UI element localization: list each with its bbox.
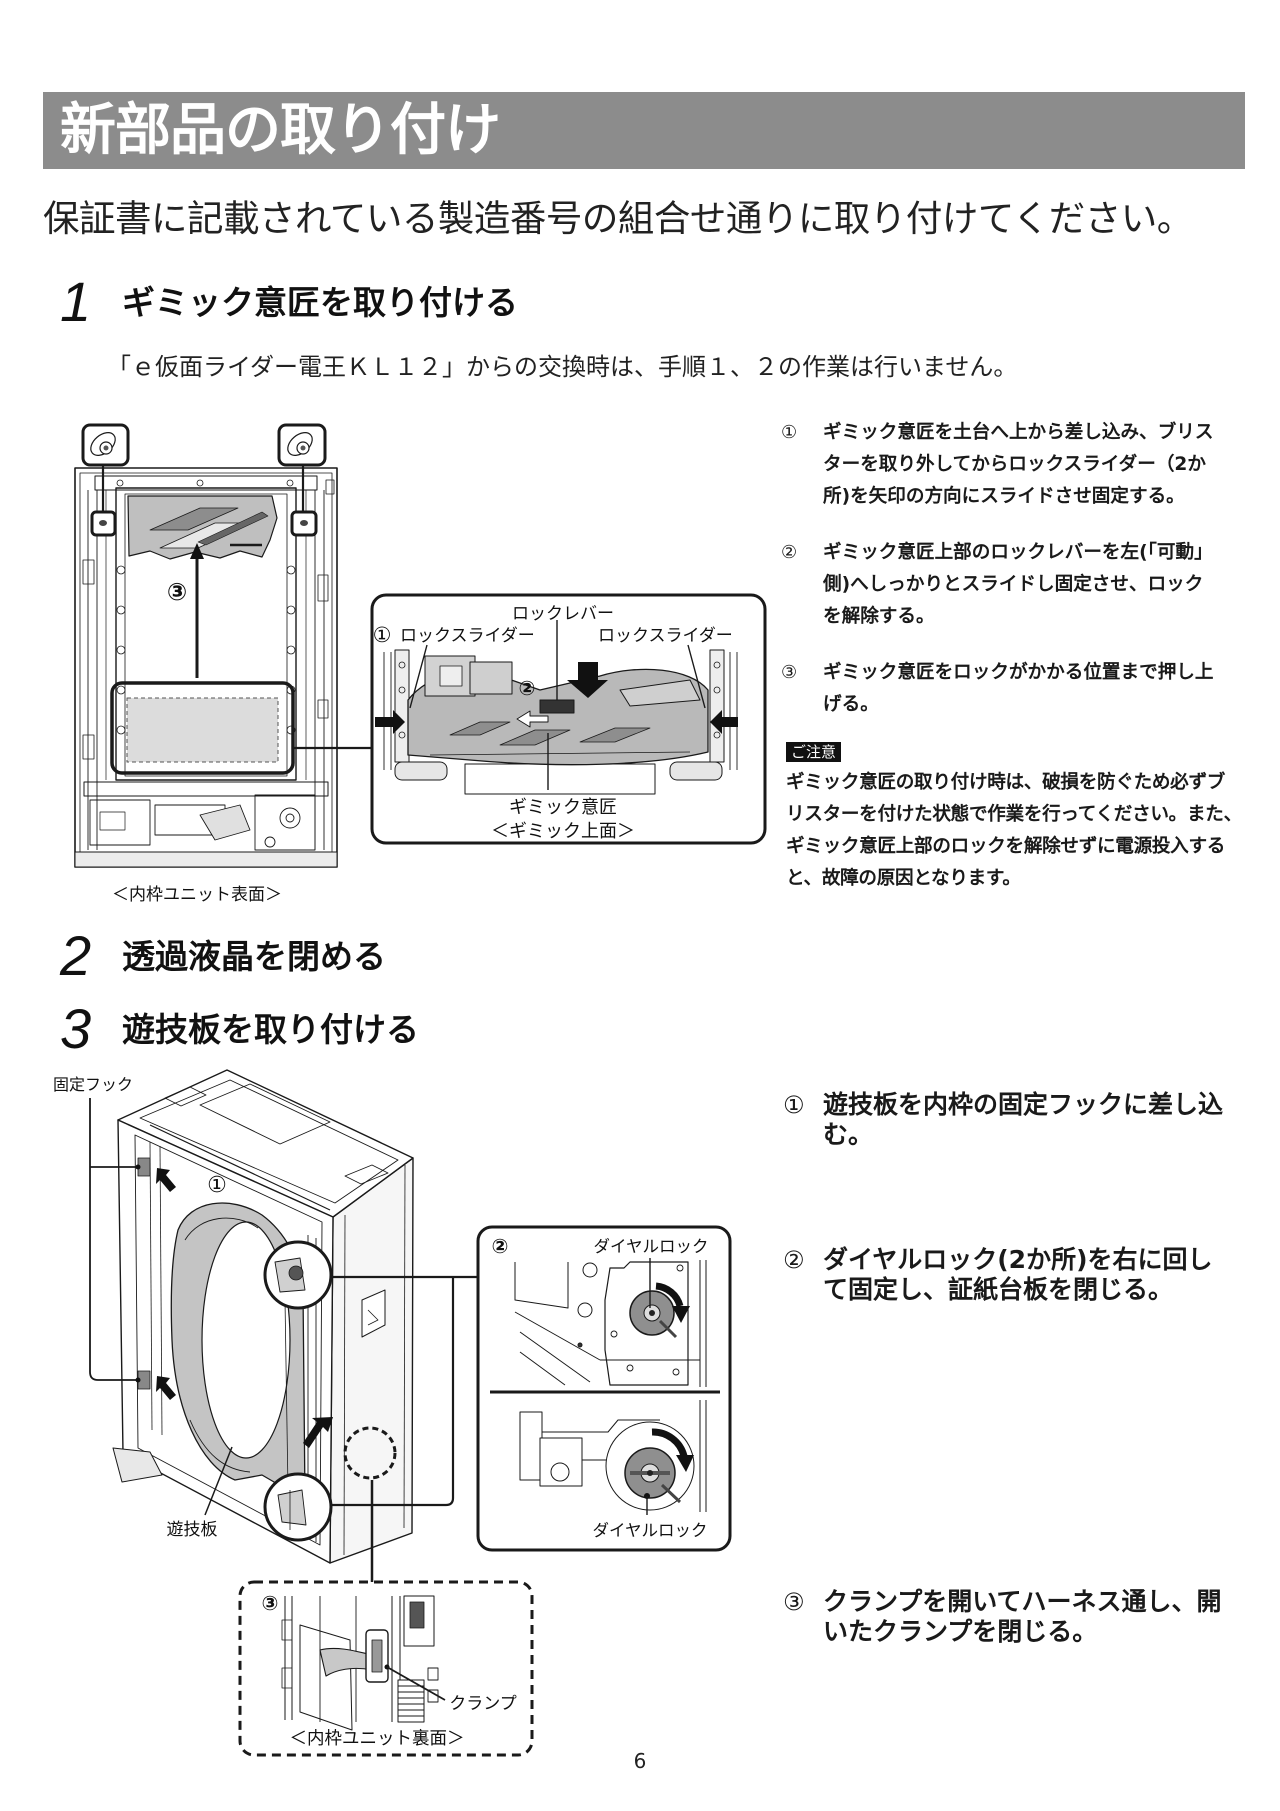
rotate-clockwise-arrow: [655, 1282, 684, 1308]
instruction-line: 側)へしっかりとスライドし固定させ、ロック: [823, 574, 1204, 595]
instruction-line: クランプを開いてハーネス通し、開: [823, 1587, 1222, 1616]
instruction-line: ターを取り外してからロックスライダー（2か: [823, 454, 1206, 475]
instruction-marker: ③: [783, 1588, 805, 1616]
step-title: 遊技板を取り付ける: [122, 1010, 419, 1049]
page-number: 6: [633, 1749, 647, 1773]
caution-text: ギミック意匠の取り付け時は、破損を防ぐため必ずブ リスターを付けた状態で作業を行…: [786, 767, 1242, 895]
slide-right-arrow: [375, 710, 405, 734]
step-3-instruction-2: ② ダイヤルロック(2か所)を右に回し て固定し、証紙台板を閉じる。: [783, 1245, 1213, 1305]
step-number: 2: [60, 924, 92, 987]
screw-detail-left: [81, 423, 130, 537]
caution-line: リスターを付けた状態で作業を行ってください。また、: [786, 804, 1242, 825]
instruction-line: ギミック意匠をロックがかかる位置まで押し上: [823, 662, 1214, 683]
step-1-note: 「ｅ仮面ライダー電王ＫＬ１２」からの交換時は、手順１、２の作業は行いません。: [107, 353, 1018, 381]
lock-lever-label: ロックレバー: [512, 604, 614, 624]
dial-lock-marker: ②: [492, 1234, 509, 1258]
caution-line: と、故障の原因となります。: [786, 868, 1021, 889]
insert-arrow-upper: [156, 1168, 176, 1192]
instruction-line: 遊技板を内枠の固定フックに差し込: [823, 1090, 1224, 1119]
slide-left-arrow: [710, 710, 738, 734]
instruction-line: て固定し、証紙台板を閉じる。: [823, 1275, 1174, 1304]
clamp-marker: ③: [262, 1591, 279, 1615]
instruction-line: げる。: [823, 694, 879, 715]
caution-line: ギミック意匠の取り付け時は、破損を防ぐため必ずブ: [786, 772, 1226, 793]
clamp-dashed-circle: [343, 1426, 397, 1480]
inner-frame-back-caption: ＜内枠ユニット裏面＞: [290, 1728, 465, 1749]
push-step-marker: ③: [167, 578, 187, 606]
instruction-line: む。: [823, 1120, 874, 1149]
instruction-line: 所)を矢印の方向にスライドさせ固定する。: [823, 486, 1185, 507]
instruction-marker: ③: [781, 662, 798, 683]
caution-line: ギミック意匠上部のロックを解除せずに電源投入する: [786, 836, 1226, 857]
game-board-label: 遊技板: [167, 1520, 218, 1540]
step-1-instruction-1: ① ギミック意匠を土台へ上から差し込み、ブリス ターを取り外してからロックスライ…: [781, 417, 1213, 513]
step-2-heading: 2 透過液晶を閉める: [0, 924, 760, 987]
gimmick-detail-callout: [370, 593, 767, 845]
step-number: 1: [60, 270, 92, 333]
instruction-marker: ②: [783, 1246, 805, 1274]
clamp-callout: [238, 1580, 534, 1757]
section-title-bar: 新部品の取り付け: [43, 92, 1245, 169]
instruction-line: ダイヤルロック(2か所)を右に回し: [823, 1245, 1213, 1274]
step-title: ギミック意匠を取り付ける: [122, 283, 518, 322]
instruction-marker: ①: [783, 1091, 805, 1119]
section-title: 新部品の取り付け: [60, 98, 501, 163]
gimmick-top-caption: ＜ギミック上面＞: [491, 821, 635, 842]
step-title: 透過液晶を閉める: [122, 937, 386, 976]
intro-text: 保証書に記載されている製造番号の組合せ通りに取り付けてください。: [43, 197, 1193, 240]
board-push-arrow: [303, 1417, 333, 1448]
release-marker: ②: [519, 676, 536, 700]
lock-slider-right-label: ロックスライダー: [598, 626, 733, 646]
dial-lock-label-bottom: ダイヤルロック: [592, 1521, 707, 1540]
step-number: 3: [60, 997, 92, 1060]
slide-marker: ①: [373, 623, 392, 647]
gimmick-part-label: ギミック意匠: [509, 797, 617, 818]
step-1-instruction-3: ③ ギミック意匠をロックがかかる位置まで押し上 げる。: [781, 657, 1213, 721]
caution-badge: ご注意: [786, 742, 842, 762]
insert-arrow-lower: [156, 1376, 176, 1400]
screw-detail-right: [277, 423, 327, 537]
instruction-marker: ②: [781, 542, 798, 563]
lock-slider-left-label: ロックスライダー: [400, 626, 535, 646]
gimmick-highlight-box: [110, 681, 295, 775]
step-3-instruction-1: ① 遊技板を内枠の固定フックに差し込 む。: [783, 1090, 1223, 1150]
figure-1-inner-frame-front: [74, 423, 372, 868]
instruction-line: ギミック意匠上部のロックレバーを左(「可動」: [823, 542, 1213, 563]
push-down-arrow: [567, 662, 608, 698]
insert-marker: ①: [207, 1173, 227, 1198]
instruction-marker: ①: [781, 422, 798, 443]
instruction-line: を解除する。: [823, 606, 935, 627]
dial-lock-label-top: ダイヤルロック: [593, 1237, 708, 1256]
instruction-line: ギミック意匠を土台へ上から差し込み、ブリス: [823, 422, 1214, 443]
instruction-line: いたクランプを閉じる。: [823, 1617, 1098, 1646]
figure-1-caption: ＜内枠ユニット表面＞: [112, 885, 282, 905]
lock-lever: [539, 699, 575, 714]
step-3-heading: 3 遊技板を取り付ける: [0, 997, 760, 1060]
dial-lock-callout: [476, 1225, 732, 1552]
fixing-hook-label: 固定フック: [53, 1075, 133, 1094]
step-1-instruction-2: ② ギミック意匠上部のロックレバーを左(「可動」 側)へしっかりとスライドし固定…: [781, 537, 1213, 633]
figure-3-cabinet: [89, 1069, 478, 1582]
step-3-instruction-3: ③ クランプを開いてハーネス通し、開 いたクランプを閉じる。: [783, 1587, 1222, 1647]
clamp-label: クランプ: [449, 1694, 517, 1714]
gimmick-design-part: [127, 495, 278, 560]
step-1-heading: 1 ギミック意匠を取り付ける: [0, 270, 760, 333]
